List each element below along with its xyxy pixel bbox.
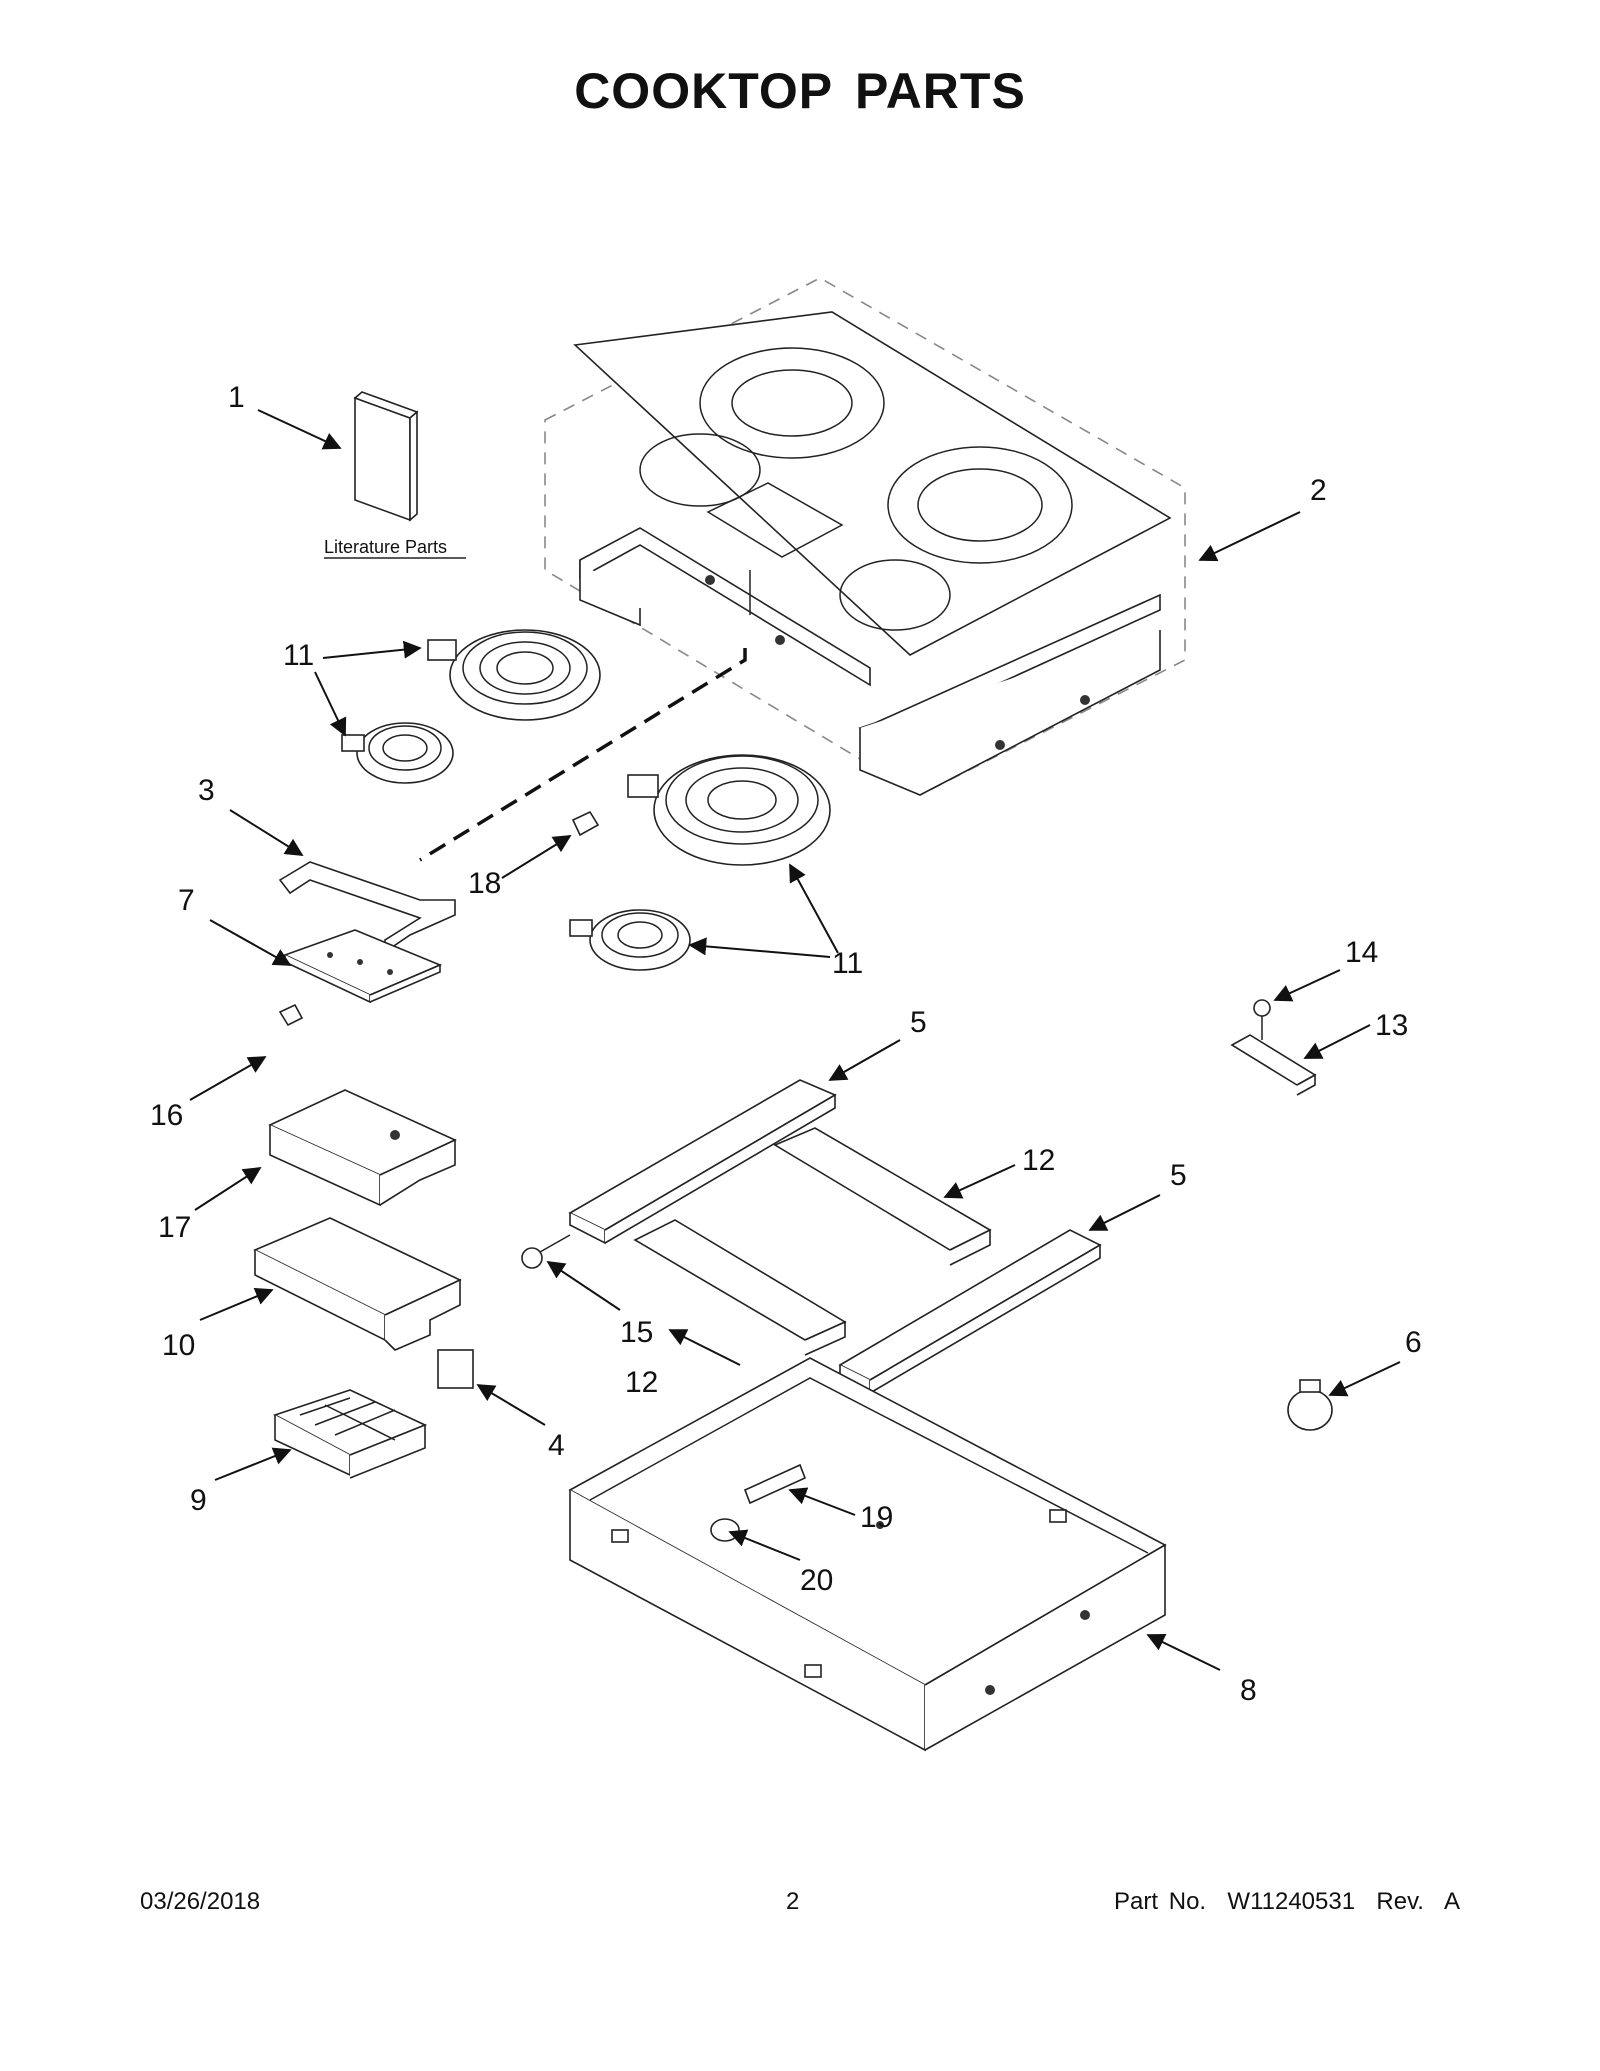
electronic-tray	[272, 1389, 428, 1479]
footer-part-number: Part No. W11240531 Rev. A	[1114, 1888, 1460, 1915]
callout-6: 6	[1405, 1326, 1422, 1359]
callout-17: 17	[158, 1211, 191, 1244]
element-bracket	[278, 861, 456, 954]
leader-lines	[189, 409, 1401, 1671]
callout-11-rear: 11	[283, 639, 314, 672]
support-rail-front	[838, 1229, 1102, 1395]
side-bracket-screw	[1253, 999, 1271, 1040]
callout-4: 4	[548, 1429, 565, 1462]
radiant-element-large-front	[627, 754, 831, 866]
footer-page-number: 2	[786, 1888, 800, 1915]
mounting-bracket-front	[633, 1219, 847, 1356]
grommet	[710, 1518, 740, 1542]
footer-date: 03/26/2018	[140, 1888, 261, 1915]
burner-box	[568, 1357, 1167, 1752]
callout-11-front: 11	[832, 947, 863, 980]
radiant-element-small-front	[569, 909, 691, 971]
literature-parts-label: Literature Parts	[324, 537, 447, 557]
callout-15: 15	[620, 1316, 653, 1349]
callout-2: 2	[1310, 474, 1327, 507]
element-clip	[571, 810, 600, 837]
callout-13: 13	[1375, 1009, 1408, 1042]
callout-20: 20	[800, 1564, 833, 1597]
electronic-housing	[268, 1089, 457, 1207]
callout-12-rear: 12	[1022, 1144, 1055, 1177]
relay	[437, 1349, 474, 1389]
callout-7: 7	[178, 884, 195, 917]
literature-book	[353, 391, 419, 522]
callout-5-front: 5	[1170, 1159, 1187, 1192]
callout-10: 10	[162, 1329, 195, 1362]
callout-18: 18	[468, 867, 501, 900]
callout-19: 19	[860, 1501, 893, 1534]
callout-3: 3	[198, 774, 215, 807]
callout-16: 16	[150, 1099, 183, 1132]
rail-screw	[521, 1234, 571, 1269]
side-bracket	[1230, 1034, 1317, 1096]
callout-9: 9	[190, 1484, 207, 1517]
cooktop-frame	[579, 527, 1161, 796]
callout-labels: 1 2 3 4 5 5 6 7 8 9 10 11 11 12 12 13 14…	[150, 381, 1422, 1707]
support-rail-rear	[568, 1079, 837, 1245]
callout-5-rear: 5	[910, 1006, 927, 1039]
page-title: COOKTOP PARTS	[574, 63, 1026, 119]
board-clip	[278, 1003, 304, 1027]
callout-1: 1	[228, 381, 245, 414]
radiant-element-small-rear	[341, 722, 454, 784]
callout-8: 8	[1240, 1674, 1257, 1707]
radiant-element-large-rear	[427, 629, 601, 721]
callout-14: 14	[1345, 936, 1378, 969]
lower-housing	[253, 1217, 462, 1351]
callout-12-front: 12	[625, 1366, 658, 1399]
mounting-bracket-rear	[773, 1127, 992, 1266]
control-board	[282, 929, 443, 1004]
terminal-block	[743, 1463, 807, 1505]
cooktop-glass	[544, 277, 1186, 796]
thermal-limiter	[1287, 1379, 1333, 1431]
